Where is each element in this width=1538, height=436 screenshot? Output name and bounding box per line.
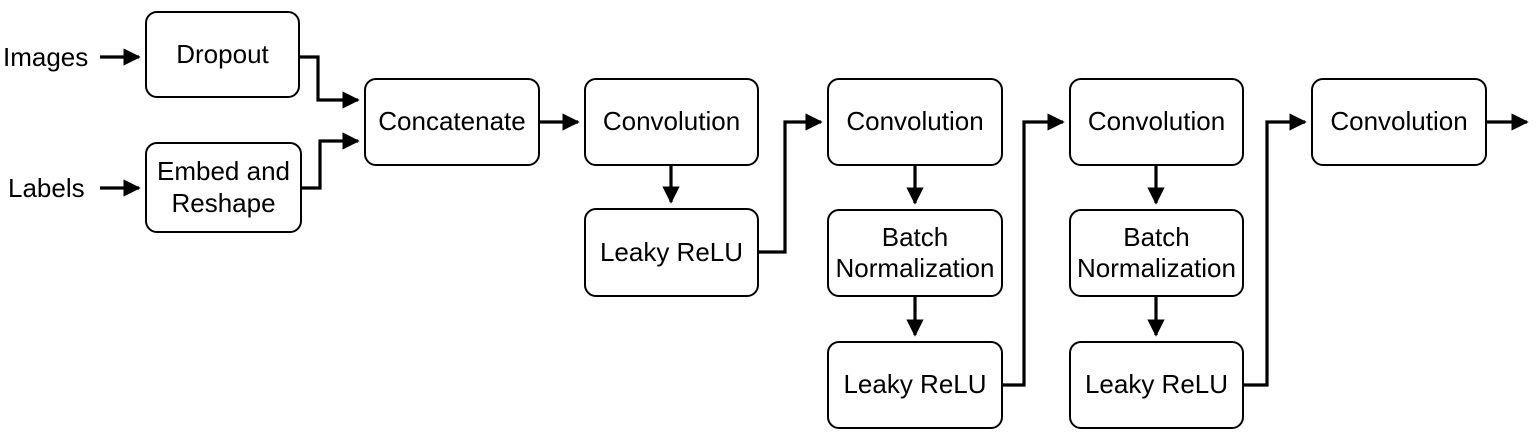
- edge-embed-concatenate: [302, 132, 360, 190]
- node-leaky-relu-3: Leaky ReLU: [1069, 341, 1244, 429]
- node-embed-and-reshape: Embed and Reshape: [145, 142, 302, 233]
- edge-leakyrelu2-conv3: [1003, 113, 1065, 387]
- input-label-images: Images: [3, 42, 89, 72]
- edge-dropout-concatenate: [300, 55, 360, 109]
- node-batch-normalization-1: Batch Normalization: [827, 209, 1003, 297]
- node-concatenate: Concatenate: [364, 78, 540, 166]
- node-dropout: Dropout: [145, 11, 300, 98]
- node-convolution-4: Convolution: [1311, 78, 1487, 166]
- node-batch-normalization-2: Batch Normalization: [1069, 209, 1244, 297]
- node-leaky-relu-1: Leaky ReLU: [584, 208, 759, 297]
- node-convolution-1: Convolution: [584, 78, 759, 166]
- node-convolution-3: Convolution: [1069, 78, 1244, 166]
- edge-leakyrelu1-conv2: [759, 113, 823, 254]
- node-leaky-relu-2: Leaky ReLU: [827, 341, 1003, 429]
- node-convolution-2: Convolution: [827, 78, 1003, 166]
- edge-leakyrelu3-conv4: [1244, 113, 1307, 387]
- input-label-labels: Labels: [8, 173, 85, 203]
